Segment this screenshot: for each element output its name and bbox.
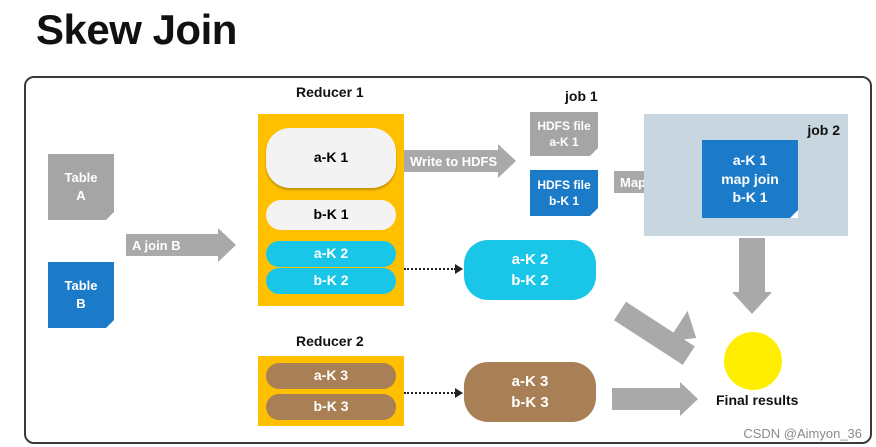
job1-label: job 1 (565, 88, 598, 104)
k3-dotted-line (404, 392, 456, 394)
job1-hdfs-file-b: HDFS file b-K 1 (530, 170, 598, 216)
arrow-head-icon (498, 144, 516, 178)
reducer1-label: Reducer 1 (296, 84, 364, 100)
job2-label: job 2 (807, 122, 840, 138)
k3-to-final-arrow (612, 382, 698, 416)
reducer1-b-k1: b-K 1 (266, 200, 396, 230)
watermark: CSDN @Aimyon_36 (743, 426, 862, 441)
reducer2-a-k3: a-K 3 (266, 363, 396, 389)
final-results-circle (724, 332, 782, 390)
reducer1-a-k1: a-K 1 (266, 128, 396, 188)
job2-panel: job 2 a-K 1 map join b-K 1 (644, 114, 848, 236)
arrow-head-icon (680, 382, 698, 416)
write-to-hdfs-arrow: Write to HDFS (404, 144, 516, 178)
write-to-hdfs-label: Write to HDFS (404, 150, 498, 172)
job2-down-arrow-shaft (739, 238, 765, 294)
job2-down-arrow-head-icon (732, 292, 772, 314)
a-join-b-arrow: A join B (126, 228, 236, 262)
reducer2-b-k3: b-K 3 (266, 394, 396, 420)
table-a-doc: Table A (48, 154, 114, 220)
k2-dotted-line (404, 268, 456, 270)
skew-k3-box: a-K 3 b-K 3 (464, 362, 596, 422)
reducer2-box: a-K 3 b-K 3 (258, 356, 404, 426)
table-b-doc: Table B (48, 262, 114, 328)
final-results-label: Final results (716, 392, 799, 408)
arrow-head-icon (218, 228, 236, 262)
skew-k2-box: a-K 2 b-K 2 (464, 240, 596, 300)
reducer1-a-k2: a-K 2 (266, 241, 396, 267)
reducer1-box: a-K 1 b-K 1 a-K 2 b-K 2 (258, 114, 404, 306)
k3-to-final-arrow-shaft (612, 388, 680, 410)
k3-dotted-arrow-head-icon (455, 388, 463, 398)
k2-dotted-arrow-head-icon (455, 264, 463, 274)
reducer1-b-k2: b-K 2 (266, 268, 396, 294)
job1-hdfs-file-a: HDFS file a-K 1 (530, 112, 598, 156)
page-title: Skew Join (36, 6, 237, 53)
reducer2-label: Reducer 2 (296, 333, 364, 349)
a-join-b-label: A join B (126, 234, 218, 256)
job2-map-join-box: a-K 1 map join b-K 1 (702, 140, 798, 218)
